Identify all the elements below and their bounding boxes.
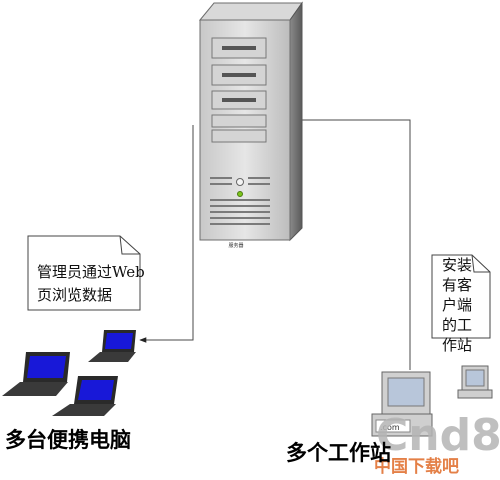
client-note [431, 254, 491, 339]
workstation-main [371, 371, 433, 437]
server-to-laptop-line [139, 125, 194, 343]
watermark-subtitle: 中国下载吧 [374, 456, 459, 477]
admin-note [27, 235, 141, 311]
workstation-to-server-line [295, 117, 411, 370]
server-tower [198, 1, 303, 242]
client-note-line-4: 的工 [442, 316, 472, 334]
admin-note-line-2: 页浏览数据 [37, 286, 112, 304]
laptops-caption: 多台便携电脑 [5, 428, 131, 452]
workstations-caption: 多个工作站 [286, 441, 391, 465]
watermark-brand: Cnd8 [376, 410, 500, 461]
admin-note-line-1: 管理员通过Web [37, 263, 145, 281]
laptop-right [52, 376, 118, 416]
server-vents [210, 177, 270, 225]
client-note-line-5: 作站 [442, 336, 472, 354]
laptop-small [88, 330, 136, 362]
client-note-line-2: 有客 [442, 276, 472, 294]
workstation-screen-text: .com [380, 423, 400, 432]
workstation-small [457, 365, 493, 399]
server-label: 服务器 [228, 242, 243, 249]
laptop-left [2, 352, 70, 396]
client-note-line-3: 户端 [442, 296, 472, 314]
client-note-line-1: 安装 [442, 256, 472, 274]
